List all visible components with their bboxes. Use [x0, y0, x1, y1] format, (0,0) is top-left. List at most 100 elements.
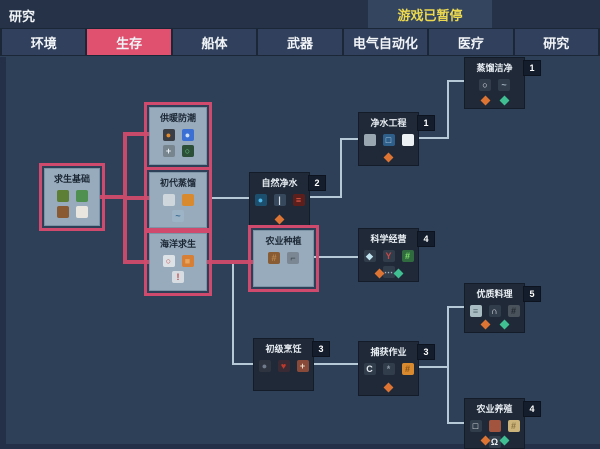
orange-gem-icon — [383, 152, 394, 163]
orange-gem-icon — [274, 214, 285, 225]
connector-line-light — [340, 138, 358, 140]
node-icons — [45, 190, 99, 218]
blueprint-icon: □ — [382, 134, 395, 146]
node-cost-gems — [465, 435, 524, 446]
lifebuoy-icon: ○ — [162, 255, 175, 267]
connector-line-light — [232, 264, 234, 364]
page-title: 研究 — [9, 9, 36, 24]
tab-4-电气自动化[interactable]: 电气自动化 — [343, 29, 428, 55]
node-label: 农业种植 — [265, 236, 302, 246]
note-icon: ⋯ — [382, 266, 395, 278]
plus-icon: + — [162, 145, 175, 157]
research-node-distillation-clean[interactable]: 蒸馏洁净○~1 — [464, 57, 541, 109]
research-node-survival-basics[interactable]: 求生基础 — [39, 163, 105, 231]
tab-0-环境[interactable]: 环境 — [2, 29, 86, 55]
node-count-badge: 3 — [417, 344, 435, 360]
hoe-icon: ⌐ — [287, 252, 299, 264]
hose-icon: ~ — [498, 79, 510, 91]
research-node-science-management[interactable]: 科学经营◆Y#⋯4 — [358, 228, 435, 282]
research-node-water-engineering[interactable]: 净水工程 □ 1 — [358, 112, 435, 166]
node-label: 初级烹饪 — [265, 344, 302, 354]
soil-icon: # — [268, 252, 280, 264]
node-icons: ~ — [150, 194, 206, 222]
connector-line-light — [447, 306, 449, 424]
tab-1-生存[interactable]: 生存 — [87, 29, 171, 55]
node-label: 优质料理 — [476, 289, 513, 299]
campfire-icon: ● — [162, 129, 175, 141]
lock-icon: ∩ — [488, 305, 501, 317]
connector-line-pink — [127, 132, 149, 136]
tab-5-医疗[interactable]: 医疗 — [429, 29, 513, 55]
connector-line-light — [340, 138, 342, 198]
thermometer-icon: ! — [172, 271, 184, 283]
tab-3-武器[interactable]: 武器 — [258, 29, 342, 55]
orange-gem-icon — [480, 435, 490, 446]
connector-line-light — [419, 137, 449, 139]
crab-icon: * — [382, 363, 395, 375]
node-cost-gems — [250, 214, 309, 225]
green-gem-icon — [499, 95, 509, 106]
map-icon: # — [401, 250, 414, 262]
connector-line-pink — [123, 132, 127, 264]
connector-line-pink — [100, 195, 127, 199]
research-node-early-distillation[interactable]: 初代蒸馏~ — [144, 167, 212, 233]
meat-icon: ♥ — [277, 360, 290, 372]
research-node-basic-cooking[interactable]: 初级烹饪●♥+3 — [253, 338, 330, 391]
node-label: 供暖防潮 — [159, 113, 196, 123]
tab-6-研究[interactable]: 研究 — [514, 29, 598, 55]
node-count-badge: 3 — [312, 341, 330, 357]
showerhead-icon: ○ — [479, 79, 491, 91]
node-icons: ○~ — [465, 79, 524, 91]
node-icons: C*# — [359, 363, 418, 375]
red-crate-icon — [488, 420, 501, 432]
node-count-badge: 5 — [523, 286, 541, 302]
green-gem-icon — [499, 435, 509, 446]
connector-line-pink — [207, 260, 253, 264]
still-icon — [162, 194, 175, 206]
sprout-icon — [56, 190, 69, 202]
bottle-icon — [181, 194, 194, 206]
connector-line-pink — [127, 260, 149, 264]
hexagon-icon: ○ — [181, 145, 194, 157]
canvas-left-edge — [0, 57, 6, 449]
node-cost-gems — [465, 319, 524, 330]
tray-icon: # — [507, 420, 520, 432]
node-count-badge: 4 — [523, 401, 541, 417]
orange-gem-icon — [480, 95, 490, 106]
node-label: 农业养殖 — [476, 404, 513, 414]
research-node-ocean-survival[interactable]: 海洋求生 ○ ■! — [144, 228, 212, 296]
research-node-heating-dampproof[interactable]: 供暖防潮 ● ● + ○ — [144, 102, 212, 170]
medkit-icon: + — [296, 360, 309, 372]
node-label: 自然净水 — [261, 178, 298, 188]
node-count-badge: 2 — [308, 175, 326, 191]
tab-2-船体[interactable]: 船体 — [172, 29, 257, 55]
node-label: 海洋求生 — [159, 239, 196, 249]
funnel-icon: Y — [382, 250, 395, 262]
research-node-natural-purification[interactable]: 自然净水●|≡2 — [249, 172, 326, 228]
node-icons: ◆Y#⋯ — [359, 250, 418, 278]
omega-icon: Ω — [488, 436, 501, 448]
net-icon: # — [401, 363, 414, 375]
node-count-badge: 1 — [417, 115, 435, 131]
node-label: 科学经营 — [370, 234, 407, 244]
connector-line-light — [447, 80, 449, 139]
cooker-icon: ≡ — [469, 305, 482, 317]
title-bar: 研究 游戏已暂停 — [0, 0, 600, 28]
machine-icon: # — [507, 305, 520, 317]
connector-line-pink — [127, 196, 149, 200]
node-label: 捕获作业 — [370, 347, 407, 357]
pot-icon — [56, 206, 69, 218]
cloud-icon: ● — [181, 129, 194, 141]
orange-crate-icon: ■ — [181, 255, 194, 267]
research-node-quality-cuisine[interactable]: 优质料理 ≡ ∩ #5 — [464, 283, 541, 333]
node-count-badge: 1 — [523, 60, 541, 76]
connector-line-light — [447, 422, 464, 424]
crate-icon — [75, 206, 88, 218]
node-label: 净水工程 — [370, 118, 407, 128]
connector-line-light — [232, 363, 253, 365]
leaf-icon — [75, 190, 88, 202]
research-node-agriculture-planting[interactable]: 农业种植 # ⌐ — [248, 225, 319, 292]
